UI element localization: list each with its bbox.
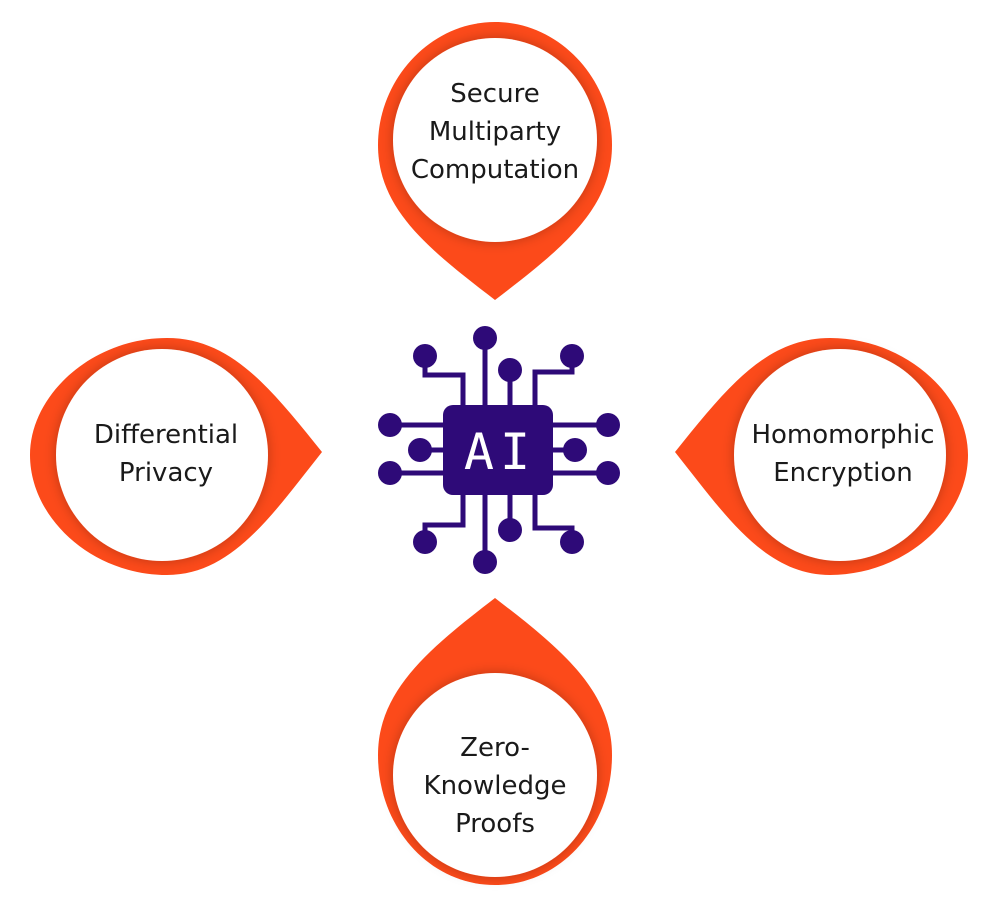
ai-chip-icon (378, 326, 620, 574)
pin-right (675, 338, 968, 575)
pin-left-line-2: Privacy (118, 458, 214, 488)
pin-bottom-line-1: Zero- (460, 733, 530, 763)
pin-left-inner-circle (56, 349, 268, 561)
pin-right-line-2: Encryption (773, 458, 913, 488)
pin-bottom-label: Zero- Knowledge Proofs (395, 726, 595, 846)
pin-bottom-line-3: Proofs (455, 809, 535, 839)
pin-left-label: Differential Privacy (48, 414, 284, 494)
pin-bottom (378, 598, 612, 885)
pin-top-line-3: Computation (410, 155, 580, 185)
pin-top-line-1: Secure (450, 79, 540, 109)
pin-top-inner-circle (393, 38, 597, 242)
pin-right-label: Homomorphic Encryption (733, 414, 953, 494)
pin-left (30, 338, 322, 575)
pin-top-label: Secure Multiparty Computation (395, 72, 595, 192)
pin-top-line-2: Multiparty (428, 117, 562, 147)
pin-right-line-1: Homomorphic (751, 420, 935, 450)
pin-top (378, 22, 612, 300)
pin-bottom-line-2: Knowledge (423, 771, 567, 801)
pin-left-line-1: Differential (93, 420, 239, 450)
chip-body (443, 405, 553, 495)
pin-right-inner-circle (734, 349, 946, 561)
pin-bottom-inner-circle (393, 673, 597, 877)
chip-label: AI (463, 423, 537, 481)
